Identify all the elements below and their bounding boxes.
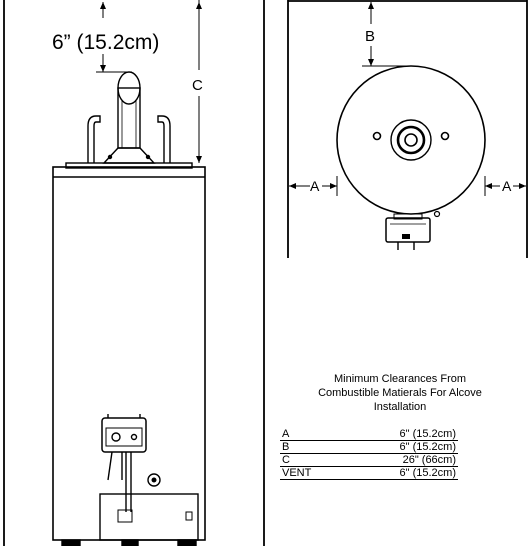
left-water-pipe bbox=[87, 115, 101, 163]
row-value: 6" (15.2cm) bbox=[399, 428, 456, 440]
access-cover bbox=[99, 493, 199, 541]
leg-mid bbox=[121, 539, 139, 547]
vent-pipe bbox=[117, 87, 141, 149]
row-value: 26" (66cm) bbox=[402, 454, 456, 466]
sight-glass bbox=[147, 473, 161, 487]
row-label: C bbox=[282, 454, 290, 466]
top-vent-outer bbox=[390, 119, 432, 161]
row-value: 6" (15.2cm) bbox=[399, 467, 456, 479]
clearance-row-c: C 26" (66cm) bbox=[280, 454, 458, 467]
top-view bbox=[287, 0, 528, 258]
clearance-row-vent: VENT 6" (15.2cm) bbox=[280, 467, 458, 480]
top-label-b: B bbox=[365, 28, 375, 45]
clearance-heading-line2: Combustible Matierals For Alcove bbox=[318, 387, 482, 399]
front-view bbox=[3, 0, 265, 547]
clearance-row-a: A 6" (15.2cm) bbox=[280, 428, 458, 441]
front-height-label-c: C bbox=[192, 77, 203, 94]
clearance-row-b: B 6" (15.2cm) bbox=[280, 441, 458, 454]
clearance-heading-line3: Installation bbox=[373, 401, 427, 413]
top-fitting-left bbox=[372, 131, 382, 141]
vent-dimension-label: 6” (15.2cm) bbox=[52, 31, 159, 54]
right-water-pipe bbox=[157, 115, 171, 163]
row-value: 6" (15.2cm) bbox=[399, 441, 456, 453]
clearance-table: Minimum Clearances From Combustible Mati… bbox=[280, 372, 520, 480]
clearance-heading-line1: Minimum Clearances From bbox=[333, 373, 467, 385]
gas-control-valve bbox=[101, 417, 147, 453]
top-label-a-left: A bbox=[310, 178, 320, 194]
top-label-a-right: A bbox=[502, 178, 512, 194]
row-label: VENT bbox=[282, 467, 312, 479]
row-label: B bbox=[282, 441, 290, 453]
leg-left bbox=[61, 539, 81, 547]
tank-body bbox=[52, 166, 206, 541]
top-gas-control bbox=[385, 217, 431, 243]
leg-right bbox=[177, 539, 197, 547]
tank-top-circle bbox=[336, 65, 486, 215]
row-label: A bbox=[282, 428, 290, 440]
top-fitting-right bbox=[440, 131, 450, 141]
clearance-rows: A 6" (15.2cm) B 6" (15.2cm) C 26" (66cm)… bbox=[280, 428, 458, 480]
